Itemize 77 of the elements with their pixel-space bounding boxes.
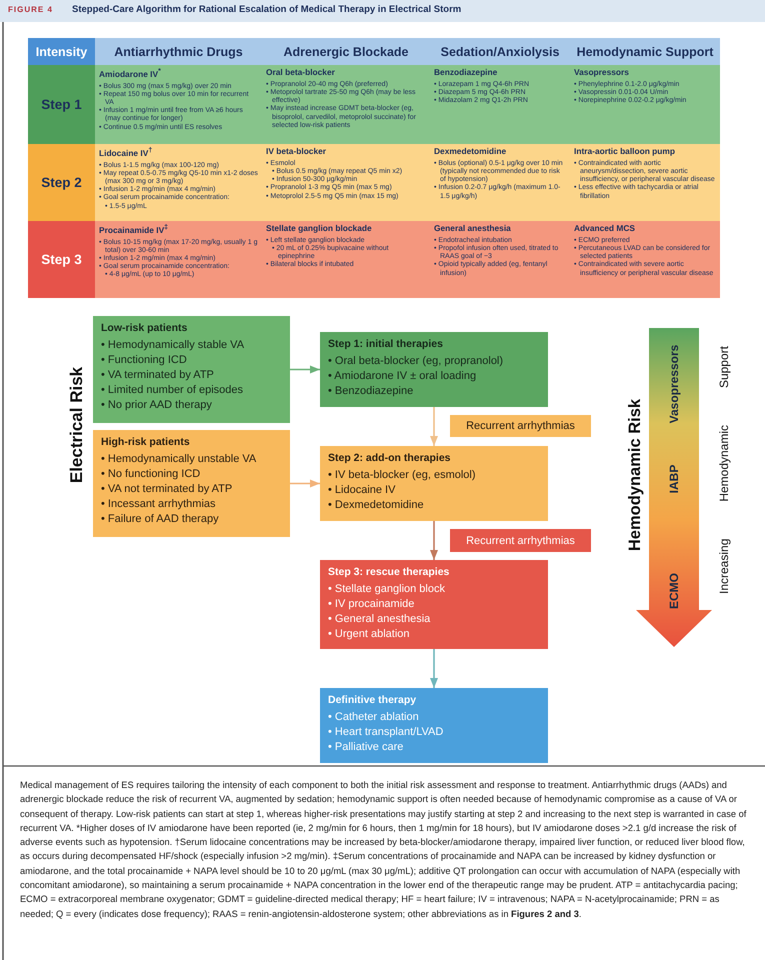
column-header: Adrenergic Blockade <box>262 38 430 65</box>
bullet-item: • No functioning ICD <box>101 467 202 482</box>
bullet-item: • Functioning ICD <box>101 353 188 368</box>
caption-paragraph: Medical management of ES requires tailoring the intensity of each component to both the initial risk assessment and response to treatment. Antiarrhythmic drugs (AADs) and adrenergic blockade reduce the risk of recurrent VA, augmented by sedation; hemodynamic support is often needed because of hemodynamic compromise as a cause of VA or consequent of therapy. Low-risk patients can start at step 1, whereas higher-risk presentations may justify starting at step 2 and increasing to the next step is warranted in case of recurrent VA. *Higher doses of IV amiodarone have been reported (ie, 2 mg/min for 6 hours, then 1 mg/min for 18 hours), but IV amiodarone doses >2.1 g/d increase the risk of adverse events such as hypotension. †Serum lidocaine concentrations may be increased by beta-blocker/amiodarone therapy, impaired liver function, or reduced liver blood flow, as occurs during decompensated HF/shock (especially infusion >2 mg/min). ‡Serum concentrations of procainamide and NAPA can be increased by kidney dysfunction or amiodarone, and the total procainamide + NAPA level should be 10 to 20 μg/mL (max 30 μg/mL); additive QT prolongation can occur with accumulation of NAPA (especially with concomitant amiodarone), so maintaining a serum procainamide + NAPA concentration in the lower end of the therapeutic range may be prudent. ATP = antitachycardia pacing; ECMO = extracorporeal membrane oxygenator; GDMT = guideline-directed medical therapy; HF = heart failure; IV = intravenous; NAPA = N-acetylprocainamide; PRN = as needed; Q = every (indicates dose frequency); RAAS = renin-angiotensin-aldosterone system; other abbreviations as in Figures 2 and 3. <box>20 779 748 921</box>
step-label: Step 3 <box>28 221 95 298</box>
column-header: Antiarrhythmic Drugs <box>95 38 262 65</box>
step-label: Step 2 <box>28 144 95 221</box>
therapy-step-box <box>320 688 548 763</box>
box-heading: Dexmedetomidine <box>434 147 508 157</box>
box-heading: Vasopressors <box>574 68 630 78</box>
box-heading: Intra-aortic balloon pump <box>574 147 676 157</box>
bullet-item: • Oral beta-blocker (eg, propranolol) <box>328 354 504 369</box>
arrow <box>430 649 438 688</box>
bullet-item: • Stellate ganglion block <box>328 582 446 597</box>
box-heading: Step 2: add-on therapies <box>328 451 452 466</box>
support-level-label: ECMO <box>666 572 682 611</box>
box-heading: Definitive therapy <box>328 693 418 708</box>
bullet-item: • Hemodynamically stable VA <box>101 338 246 353</box>
bullet-item: • Palliative care <box>328 740 404 755</box>
box-heading: Step 1: initial therapies <box>328 337 444 352</box>
table-cell <box>570 221 720 298</box>
box-heading: Low-risk patients <box>101 321 188 336</box>
table-cell <box>95 221 262 298</box>
box-heading: Advanced MCS <box>574 224 636 234</box>
trigger-tag: Recurrent arrhythmias <box>450 529 591 552</box>
step-label: Step 1 <box>28 65 95 144</box>
therapy-step-box <box>320 560 548 649</box>
column-header: Sedation/Anxiolysis <box>430 38 570 65</box>
box-heading: Lidocaine IV$^{†}$ <box>99 147 154 159</box>
table-cell <box>95 144 262 221</box>
support-level-label: Vasopressors <box>666 344 682 426</box>
therapy-step-box <box>320 446 548 521</box>
bullet-item: • Limited number of episodes <box>101 383 244 398</box>
figure-title: Stepped-Care Algorithm for Rational Escalation of Medical Therapy in Electrical Storm <box>72 4 462 15</box>
bullet-item: • Urgent ablation <box>328 627 411 642</box>
bullet-item: • No prior AAD therapy <box>101 398 213 413</box>
box-heading: High-risk patients <box>101 435 191 450</box>
box-heading: General anesthesia <box>434 224 512 234</box>
arrow <box>290 480 320 488</box>
bullet-item: • Heart transplant/LVAD <box>328 725 444 740</box>
support-level-label: IABP <box>666 464 682 496</box>
column-header: Intensity <box>28 38 95 65</box>
bullet-item: • VA terminated by ATP <box>101 368 215 383</box>
box-heading: Step 3: rescue therapies <box>328 565 450 580</box>
box-heading: IV beta-blocker <box>266 147 328 157</box>
bullet-item: • VA not terminated by ATP <box>101 482 234 497</box>
box-heading: Amiodarone IV$^{*}$ <box>99 68 162 80</box>
figure-number: FIGURE 4 <box>8 5 53 14</box>
column-header: Hemodynamic Support <box>570 38 720 65</box>
box-heading: Oral beta-blocker <box>266 68 336 78</box>
axis-caption: Increasing Hemodynamic Support <box>716 346 732 594</box>
bullet-item: • Lidocaine IV <box>328 483 396 498</box>
axis-title: Electrical Risk <box>67 366 87 486</box>
box-heading: Procainamide IV$^{‡}$ <box>99 224 170 236</box>
bullet-item: • Failure of AAD therapy <box>101 512 220 527</box>
bullet-item: • IV procainamide <box>328 597 416 612</box>
bullet-item: • Benzodiazepine <box>328 384 414 399</box>
arrow <box>290 366 320 374</box>
bullet-item: • Incessant arrhythmias <box>101 497 217 512</box>
bullet-item: • Catheter ablation <box>328 710 420 725</box>
table-cell <box>570 65 720 144</box>
bullet-item: • Hemodynamically unstable VA <box>101 452 258 467</box>
arrow <box>430 521 438 560</box>
table-cell <box>570 144 720 221</box>
box-heading: Benzodiazepine <box>434 68 498 78</box>
box-heading: Stellate ganglion blockade <box>266 224 373 234</box>
risk-box <box>93 316 290 423</box>
table-cell <box>95 65 262 144</box>
trigger-tag: Recurrent arrhythmias <box>450 415 591 437</box>
axis-title: Hemodynamic Risk <box>625 398 645 554</box>
arrow <box>430 407 438 446</box>
bullet-item: • Amiodarone IV ± oral loading <box>328 369 478 384</box>
bullet-item: • Dexmedetomidine <box>328 498 425 513</box>
bullet-item: • General anesthesia <box>328 612 432 627</box>
risk-box <box>93 430 290 537</box>
bullet-item: • IV beta-blocker (eg, esmolol) <box>328 468 477 483</box>
therapy-step-box <box>320 332 548 407</box>
